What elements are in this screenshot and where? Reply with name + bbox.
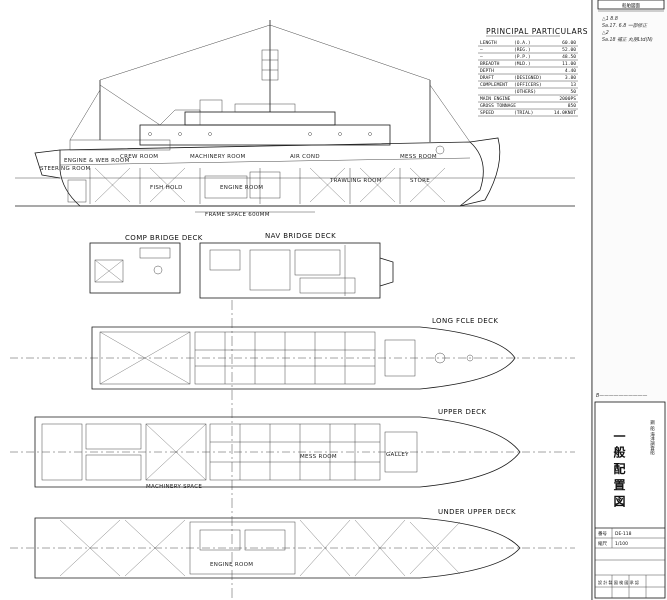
profile-label: ENGINE ROOM [220, 185, 263, 191]
particular-value: 14.0KNOT [554, 110, 576, 116]
deck-title: UPPER DECK [438, 408, 486, 416]
particular-value: 3.80 [565, 75, 576, 81]
profile-label: MESS ROOM [400, 154, 437, 160]
particular-note: (REG.) [514, 47, 531, 53]
particular-note: (TRIAL) [514, 110, 533, 116]
particular-name: LENGTH [480, 40, 497, 46]
particular-name: MAIN ENGINE [480, 96, 511, 102]
margin-label: B—————————— [596, 393, 647, 399]
particular-note: (OTHERS) [514, 89, 536, 95]
long-fcle-deck: LONG FCLE DECK [10, 317, 575, 390]
principal-particulars-table: PRINCIPAL PARTICULARS LENGTH (O.A.) 60.00 —… [478, 27, 588, 117]
under-upper-deck: UNDER UPPER DECK ENGINE ROOM [10, 508, 575, 579]
particulars-title: PRINCIPAL PARTICULARS [486, 27, 588, 36]
particular-name: COMPLEMENT [480, 82, 508, 88]
scale-label: 縮尺 [598, 540, 607, 547]
particular-name: SPEED [480, 110, 494, 116]
nav-bridge-deck: NAV BRIDGE DECK [199, 232, 394, 299]
particular-name: DRAFT [480, 75, 494, 81]
profile-label: AIR COND [290, 154, 320, 160]
particular-value: 2000PS [559, 96, 576, 102]
title-strip: 船舶図面 △1 8.8 Sa.17. 6.8 一部修正 △2 Sa.18 補正 … [591, 0, 667, 600]
frame-space-label: FRAME SPACE 600MM [205, 212, 270, 218]
particular-note: (DESIGNED) [514, 75, 542, 81]
profile-label: ENGINE & WEB ROOM [64, 158, 130, 164]
revision-note: Sa.18 補正 丸朋Ltd(N) [602, 36, 653, 43]
particular-name: BREADTH [480, 61, 500, 67]
particular-note: (MLD.) [514, 61, 531, 67]
deck-title: LONG FCLE DECK [432, 317, 498, 325]
particular-note: (P.P.) [514, 54, 531, 60]
profile-label: STEERING ROOM [40, 166, 91, 172]
plan-label: ENGINE ROOM [210, 562, 253, 568]
particular-value: 13 [570, 82, 576, 88]
particular-value: 4.40 [565, 68, 576, 74]
particular-note: (OFFICERS) [514, 82, 542, 88]
particular-value: 11.00 [562, 61, 576, 67]
deck-title: COMP BRIDGE DECK [125, 234, 203, 242]
title-org: 鋼 船 海洋調査船 [650, 419, 655, 456]
revision-note: Sa.17. 6.8 一部修正 [602, 22, 648, 29]
profile-view: ENGINE & WEB ROOM CREW ROOM MACHINERY RO… [15, 20, 575, 218]
particular-value: 60.00 [562, 40, 576, 46]
particular-value: 50 [570, 89, 576, 95]
particular-value: 52.00 [562, 47, 576, 53]
particular-name: DEPTH [480, 68, 494, 74]
profile-label: FISH HOLD [150, 185, 183, 191]
deck-title: UNDER UPPER DECK [438, 508, 516, 516]
drawing-title: 一 般 配 置 図 [612, 430, 626, 507]
particular-value: 48.50 [562, 54, 576, 60]
profile-label: TRAWLING ROOM [329, 178, 382, 184]
particular-name: — [480, 48, 483, 53]
deck-title: NAV BRIDGE DECK [265, 232, 336, 240]
profile-label: CREW ROOM [120, 154, 158, 160]
particular-note: (O.A.) [514, 40, 531, 46]
plan-label: MESS ROOM [300, 454, 337, 460]
upper-deck: UPPER DECK MACHINERY SPACE MESS ROOM GAL… [10, 408, 575, 490]
plan-label: GALLEY [386, 452, 409, 458]
particular-name: GROSS TONNAGE [480, 103, 516, 109]
profile-label: MACHINERY ROOM [190, 154, 246, 160]
revision-notes: △1 8.8 Sa.17. 6.8 一部修正 △2 Sa.18 補正 丸朋Ltd… [602, 16, 653, 43]
approval-stamp: 船舶図面 [622, 2, 640, 9]
revision-note: △1 8.8 [602, 16, 618, 22]
particular-name: — [480, 55, 483, 60]
plan-label: MACHINERY SPACE [146, 484, 202, 490]
revision-note: △2 [602, 30, 609, 36]
profile-label: STORE [410, 178, 430, 184]
drawing-no-value: DE-118 [615, 531, 632, 537]
particular-value: 850 [568, 103, 577, 109]
drawing-no-label: 番号 [598, 530, 607, 537]
signature-row: 設 計 製 図 検 図 承 認 [598, 579, 639, 585]
comp-bridge-deck: COMP BRIDGE DECK [89, 234, 203, 294]
scale-value: 1/100 [615, 541, 628, 547]
